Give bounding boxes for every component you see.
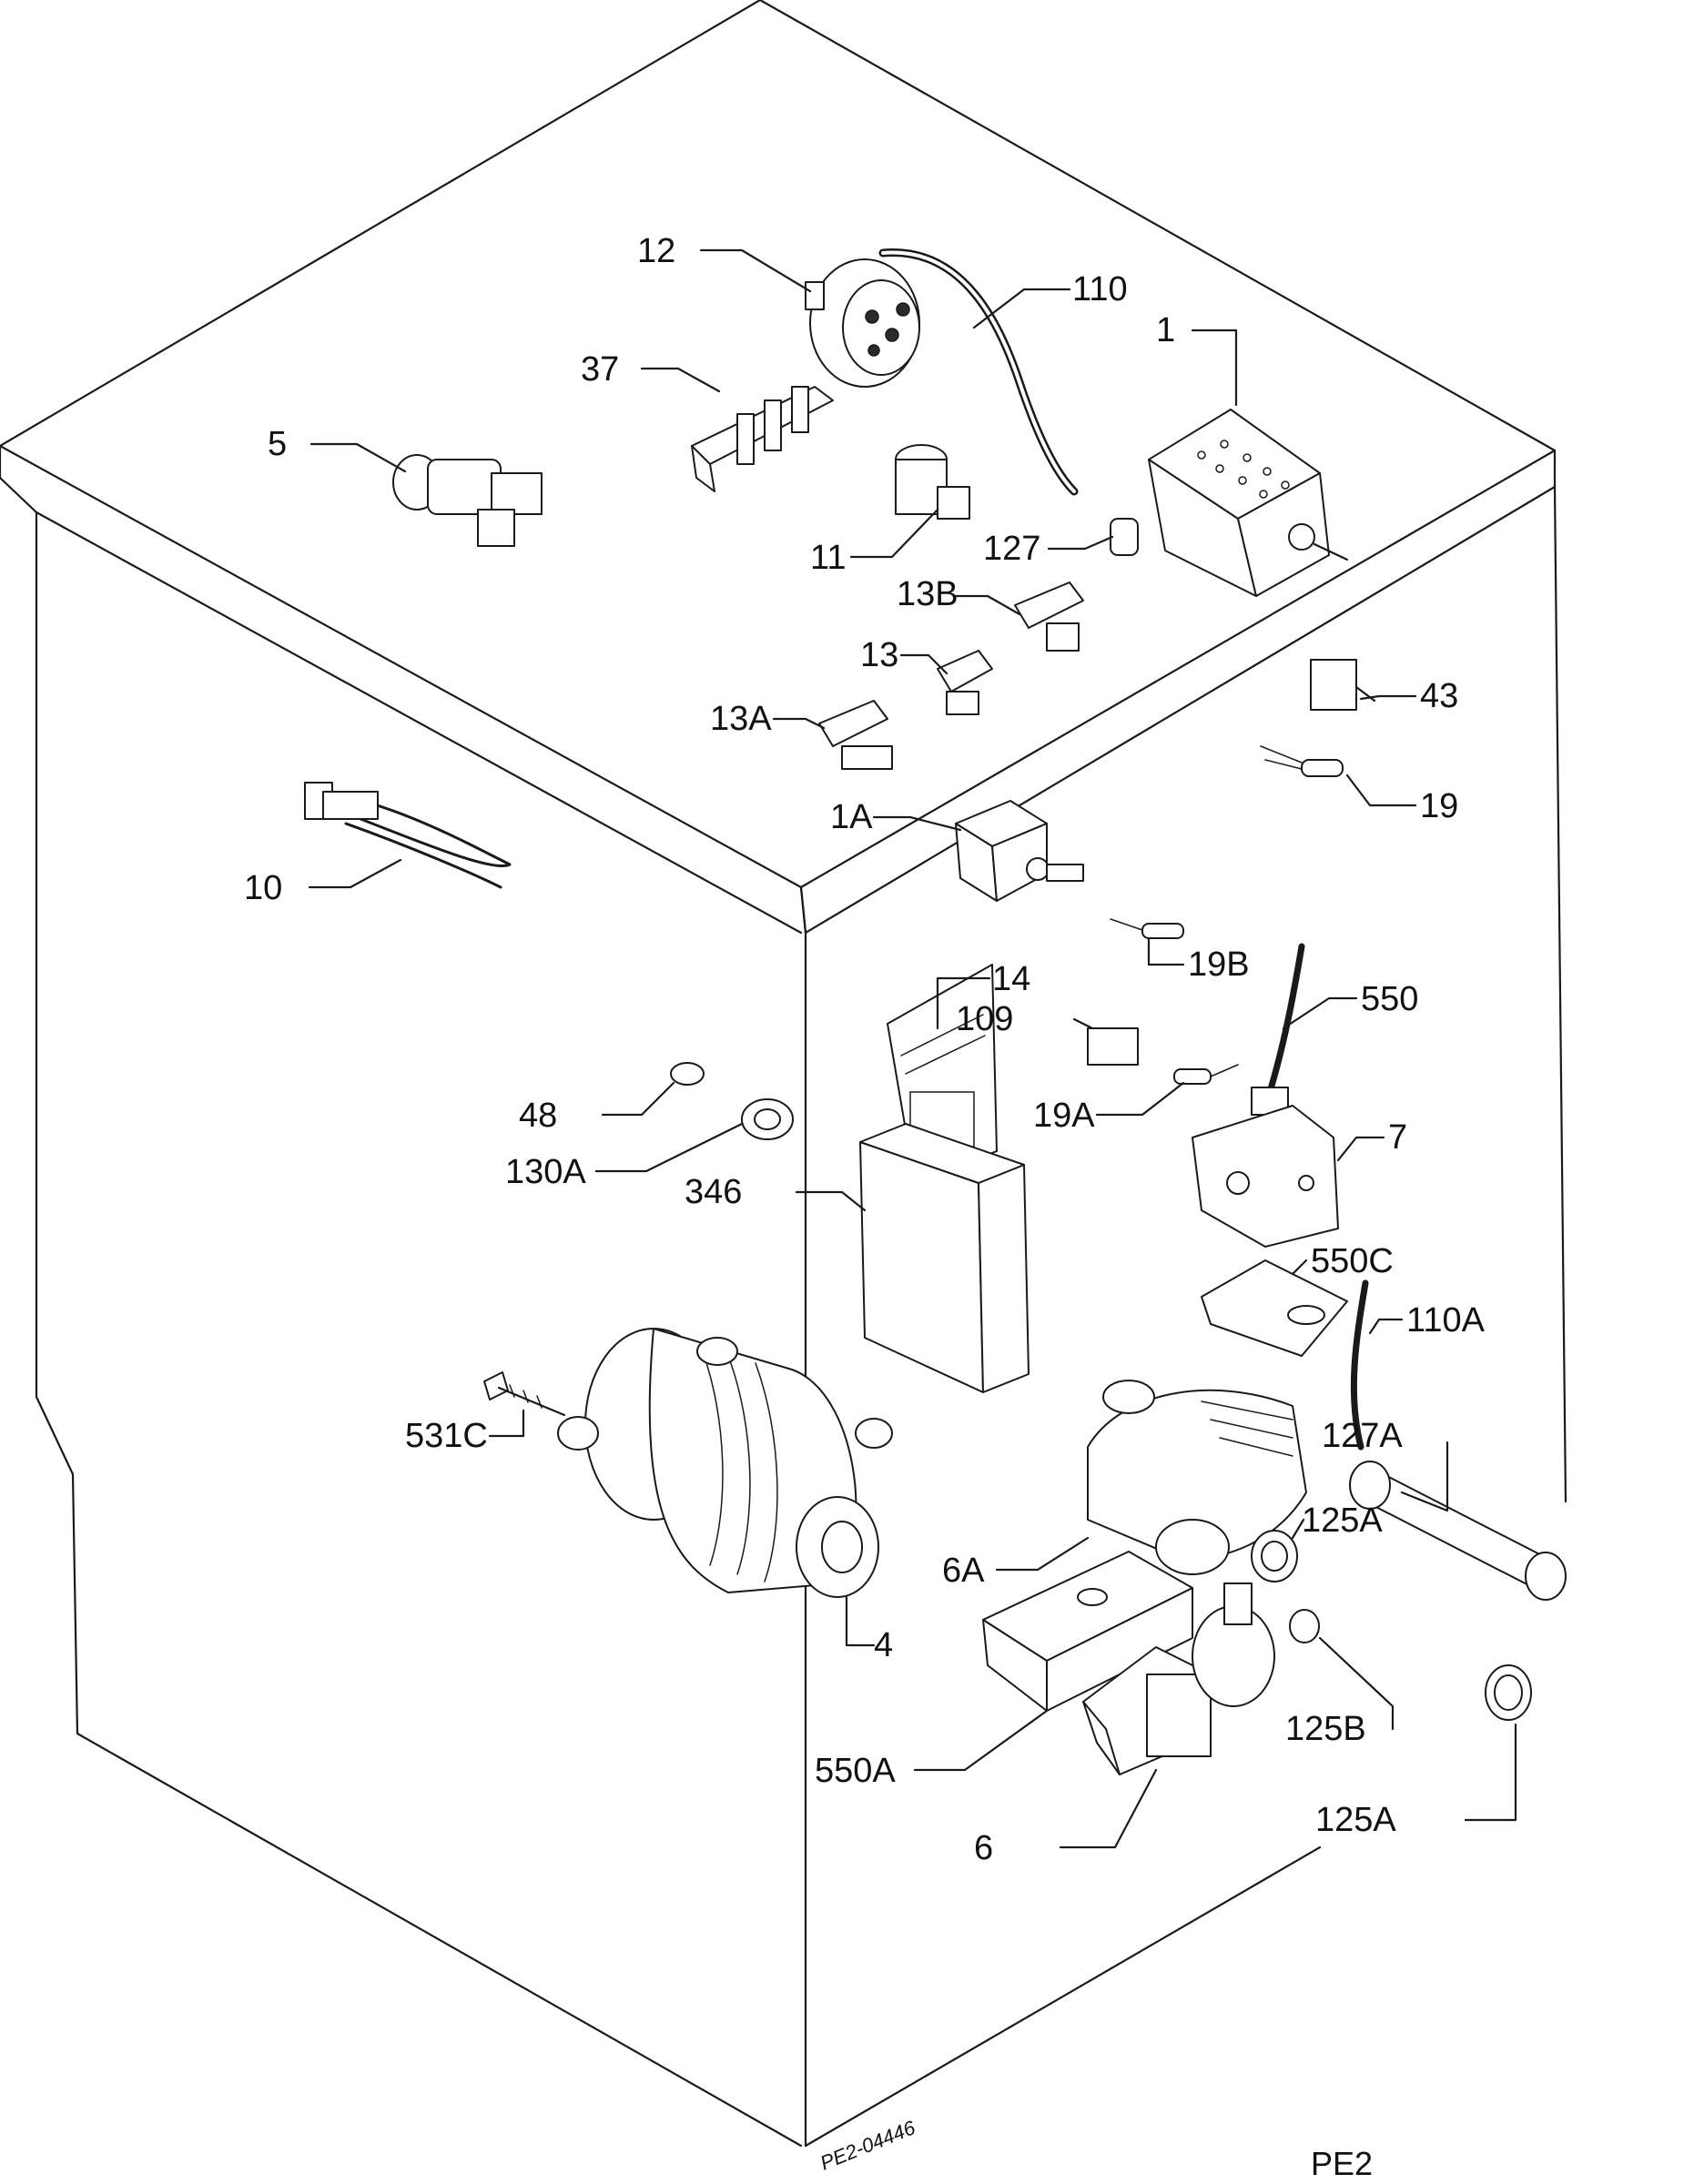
label-12: 12 [637,232,675,270]
part-127A-hose [1349,1461,1567,1601]
label-130A: 130A [505,1153,586,1191]
label-1: 1 [1156,311,1175,349]
part-1-programmer [1148,409,1349,597]
label-4: 4 [874,1626,893,1664]
part-125B-gasket [1289,1609,1320,1643]
label-125A-top: 125A [1302,1502,1383,1540]
label-346: 346 [685,1173,742,1211]
label-13B: 13B [897,575,959,613]
label-6: 6 [974,1829,993,1867]
label-48: 48 [519,1097,557,1135]
label-125A-bottom: 125A [1315,1801,1396,1839]
label-550: 550 [1361,980,1418,1018]
part-531C-screw [483,1371,566,1417]
part-37-connector [691,386,834,492]
label-19: 19 [1420,787,1458,825]
part-43-thermostat [1310,659,1376,711]
part-1A-switch [955,800,1084,902]
label-127A: 127A [1322,1417,1403,1455]
part-550A-cover [982,1551,1193,1712]
label-110: 110 [1072,270,1128,308]
part-19-sensor [1260,745,1344,777]
label-125B: 125B [1285,1710,1366,1748]
part-19A-sensor [1173,1064,1239,1085]
part-125A-bottom-gasket-inner [1494,1674,1523,1711]
label-13A: 13A [710,700,772,738]
part-13-plug [937,650,993,715]
part-346-module [859,1123,1030,1393]
label-7: 7 [1388,1118,1407,1157]
part-5-valve [392,454,543,547]
drawing-code: PE2-04446 [817,2116,919,2175]
label-43: 43 [1420,677,1458,715]
label-11: 11 [810,539,846,577]
part-127-connector [1110,518,1139,556]
callout-labels: 12 110 1 37 5 11 127 13B 13 13A 43 19 1A… [244,232,1486,1867]
label-19B: 19B [1188,945,1250,984]
label-19A: 19A [1033,1097,1095,1135]
label-6A: 6A [942,1552,985,1590]
part-13B-plug [1014,581,1084,652]
part-550-lead [1251,943,1305,1116]
label-13: 13 [860,636,898,674]
part-125A-top-gasket-inner [1261,1541,1288,1572]
part-109 [1087,1027,1139,1066]
label-127: 127 [983,530,1040,568]
part-6A-pump [1087,1380,1307,1575]
part-110A-hose [1350,1279,1369,1451]
part-19B-sensor [1110,918,1184,939]
label-10: 10 [244,869,282,907]
page-code: PE2 [1311,2145,1373,2182]
label-14: 14 [992,960,1030,998]
part-7-bracket [1192,1105,1339,1248]
part-6-drain-pump [1082,1582,1275,1775]
label-110A: 110A [1406,1301,1486,1340]
cabinet-outline [0,0,1567,2148]
label-37: 37 [581,350,619,389]
label-1A: 1A [830,798,873,836]
part-110-hose-inner [881,250,1076,493]
label-550C: 550C [1311,1242,1394,1280]
part-12-pressure-switch [805,258,920,388]
leader-lines [308,248,1517,1849]
part-130A [741,1098,794,1140]
part-13A-plug [818,700,893,770]
label-109: 109 [956,1000,1013,1038]
label-531C: 531C [405,1417,488,1455]
part-11-capacitor [895,444,970,520]
part-10-heater [304,782,512,889]
part-550C [1201,1259,1348,1357]
part-48 [670,1062,705,1086]
label-550A: 550A [815,1752,896,1790]
label-5: 5 [268,425,287,463]
part-4-motor [557,1328,893,1598]
